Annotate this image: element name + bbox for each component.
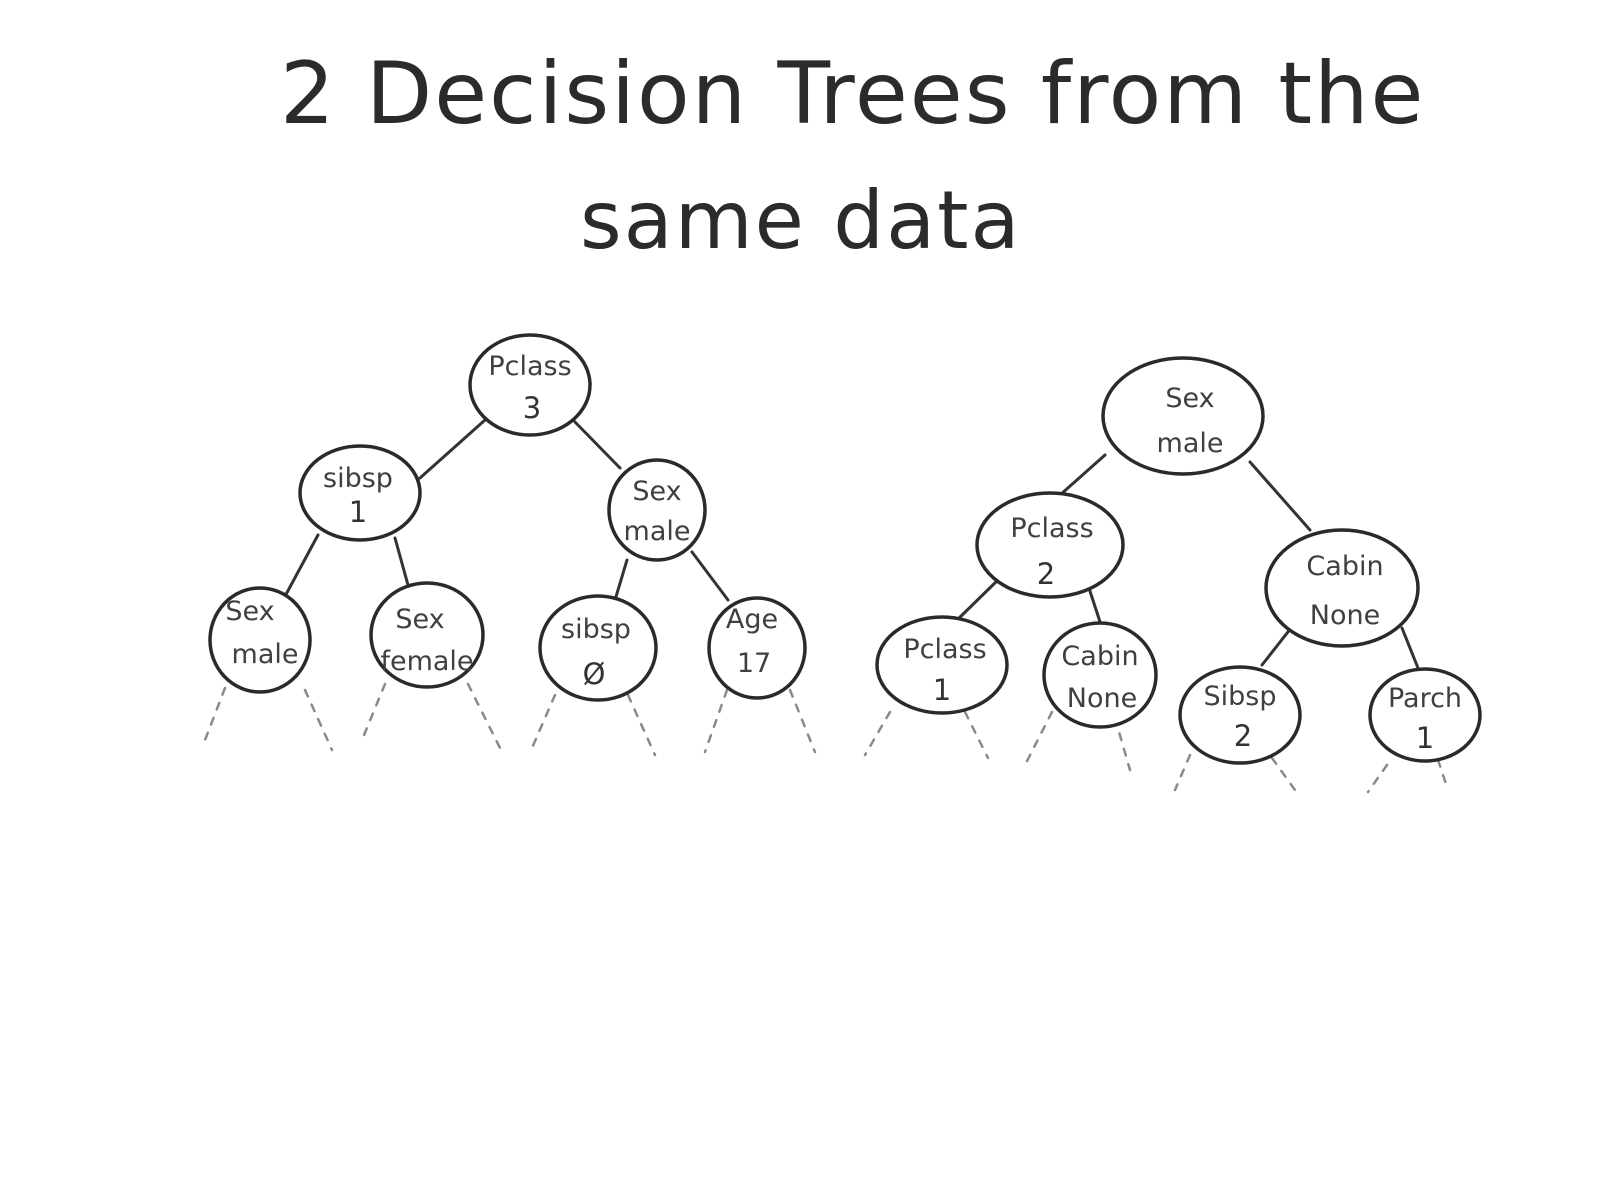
tree-2-right-right-value: 1 [1416, 721, 1434, 755]
tree-1-right-right-node-outline [707, 596, 807, 700]
tree-1-edge-root-left [418, 418, 487, 480]
tree-2-right-node-outline [1264, 528, 1420, 648]
tree-2-continuation-stub [963, 710, 990, 760]
tree-2-left-left-node-outline-alt [1178, 665, 1302, 765]
tree-2-edge-right-right [1400, 626, 1420, 670]
tree-2-left-right-node-outline [1042, 621, 1158, 729]
tree-2-continuation-stub [1270, 756, 1297, 792]
tree-1-right-left-feature: sibsp [561, 614, 631, 645]
tree-1-root-node-outline [468, 333, 592, 437]
tree-1-continuation-stub [788, 688, 817, 754]
tree-1-root-feature: Pclass [488, 351, 571, 382]
diagram-title-line-2: same data [580, 174, 1022, 267]
tree-2-root-node-outline [1101, 356, 1265, 476]
tree-2-edge-left-left [953, 576, 1002, 624]
tree-2-left-node-outline [975, 491, 1125, 599]
tree-2-right-value: None [1310, 600, 1380, 631]
tree-1-left-value: 1 [349, 495, 367, 529]
tree-2-continuation-stub [1173, 753, 1192, 792]
tree-2-left-feature: Pclass [1010, 513, 1093, 544]
tree-1-right-right-value: 17 [737, 648, 771, 679]
tree-1-left-left-node-outline [208, 586, 312, 694]
decision-tree-1: Pclass 3 sibsp 1 Sex male Sex male Sex f… [203, 333, 817, 757]
tree-2-continuation-stub [1436, 758, 1450, 792]
tree-1-right-feature: Sex [632, 476, 681, 507]
tree-2-right-feature: Cabin [1306, 551, 1383, 582]
tree-2-left-left-node-outline [875, 615, 1009, 715]
tree-1-right-left-node-outline [538, 594, 658, 702]
tree-2-right-right-node-outline [1368, 667, 1482, 763]
tree-1-edge-left-left [281, 533, 320, 602]
tree-1-right-left-value: Ø [583, 657, 606, 691]
tree-1-continuation-stub [626, 693, 657, 757]
tree-1-edge-right-left [613, 558, 629, 602]
tree-1-left-node-outline [298, 444, 422, 542]
tree-2-root-value: male [1157, 428, 1224, 459]
tree-1-edge-left-right [393, 536, 410, 587]
tree-1-left-feature: sibsp [323, 463, 393, 494]
tree-1-left-right-value: female [380, 646, 473, 677]
tree-2-left-left-feature: Pclass [903, 634, 986, 665]
tree-1-continuation-stub [530, 693, 557, 750]
decision-tree-2: Sex male Pclass 2 Cabin None Pclass 1 Ca… [863, 356, 1482, 794]
tree-2-left-left-value: 1 [933, 673, 951, 707]
tree-2-continuation-stub [1023, 710, 1054, 767]
tree-1-left-left-feature: Sex [225, 596, 274, 627]
tree-1-edge-root-right [573, 420, 622, 470]
tree-2-root-feature: Sex [1165, 383, 1214, 414]
tree-2-right-left-feature: Sibsp [1204, 681, 1277, 712]
tree-2-edge-root-right [1248, 460, 1312, 532]
tree-1-left-right-node-outline [369, 581, 485, 689]
tree-2-left-value: 2 [1037, 557, 1055, 591]
tree-2-continuation-stub [1366, 763, 1389, 794]
tree-1-right-right-feature: Age [726, 604, 778, 635]
tree-1-right-value: male [624, 516, 691, 547]
tree-1-root-value: 3 [523, 391, 541, 425]
tree-1-left-left-value: male [232, 639, 299, 670]
tree-2-right-right-feature: Parch [1388, 683, 1462, 714]
tree-2-left-right-value: None [1067, 683, 1137, 714]
tree-2-continuation-stub [863, 710, 892, 757]
diagram-title-line-1: 2 Decision Trees from the [280, 44, 1426, 144]
tree-1-left-right-feature: Sex [395, 604, 444, 635]
tree-2-edge-root-left [1058, 453, 1107, 497]
tree-1-continuation-stub [303, 688, 334, 752]
tree-1-continuation-stub [466, 682, 502, 750]
tree-1-continuation-stub [360, 682, 387, 742]
tree-1-edge-right-right [690, 550, 730, 602]
tree-2-right-left-value: 2 [1234, 719, 1252, 753]
tree-1-right-node-outline [607, 458, 707, 562]
tree-2-left-right-feature: Cabin [1061, 641, 1138, 672]
tree-1-continuation-stub [703, 688, 729, 754]
tree-1-continuation-stub [203, 686, 227, 742]
